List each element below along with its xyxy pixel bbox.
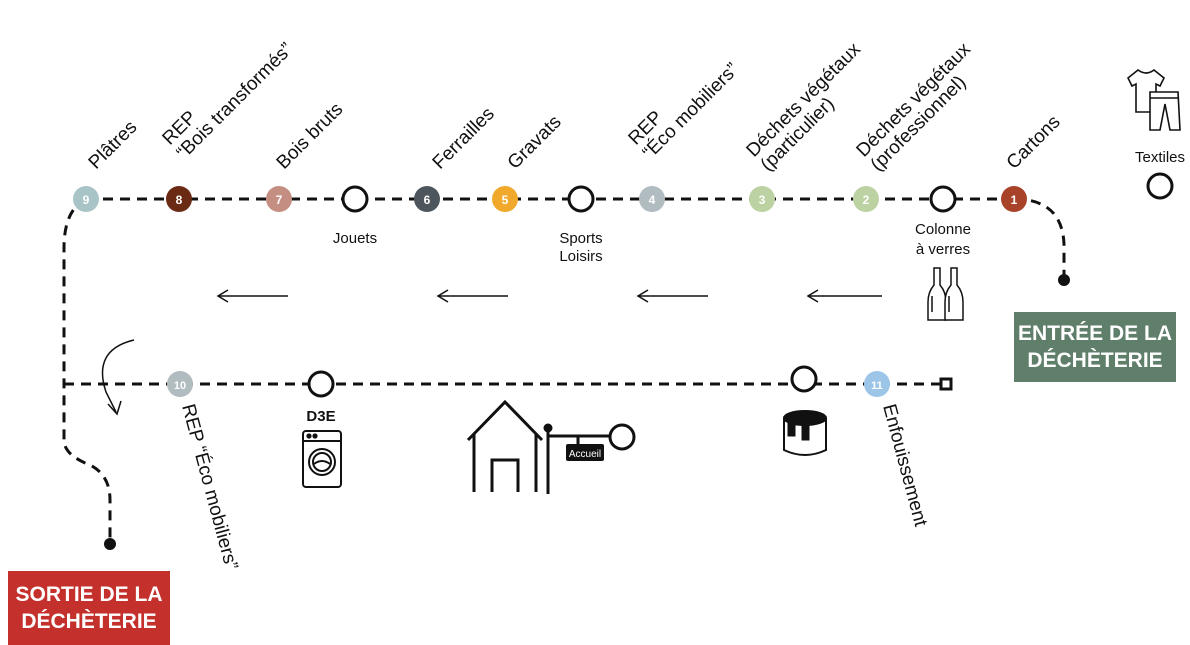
- house-sign-icon: [466, 399, 636, 494]
- station-7-number: 7: [276, 193, 283, 207]
- entry-endpoint: [1058, 274, 1070, 286]
- station-10-label: REP “Éco mobiliers”: [177, 402, 241, 572]
- accueil-label: Accueil: [569, 449, 601, 460]
- station-11-number: 11: [871, 380, 883, 392]
- station-9-marker: [73, 186, 99, 212]
- stop-label-textiles: Textiles: [1135, 149, 1185, 166]
- open-stops: [307, 172, 1174, 398]
- curved-down-arrow-icon: [101, 339, 135, 416]
- stop-jouets: [341, 185, 369, 213]
- station-10-number: 10: [174, 380, 186, 392]
- station-11-label: Enfouissement: [878, 402, 931, 530]
- station-6-label: Ferrailles: [429, 103, 499, 173]
- station-3-number: 3: [759, 193, 766, 207]
- stop-sports-loisirs: [567, 185, 595, 213]
- entry-box: ENTRÉE DE LA DÉCHÈTERIE: [1014, 312, 1176, 382]
- station-1-marker: [1001, 186, 1027, 212]
- station-4-number: 4: [649, 193, 656, 207]
- entry-line-2: DÉCHÈTERIE: [1027, 349, 1163, 372]
- paint-can-icon: [783, 410, 827, 456]
- station-4-marker: [639, 186, 665, 212]
- stop-label-d3e: D3E: [306, 408, 335, 425]
- arrow-left-icon: [216, 289, 288, 303]
- stop-label-jouets: Jouets: [333, 230, 377, 247]
- station-9-number: 9: [83, 193, 90, 207]
- station-3-label: Déchets végétaux(particulier): [743, 39, 880, 176]
- station-2-marker: [853, 186, 879, 212]
- stop-colonne-verres: [929, 185, 957, 213]
- station-1-label: Cartons: [1003, 112, 1065, 174]
- station-6-number: 6: [424, 193, 431, 207]
- left-route-path: [62, 197, 112, 542]
- stop-textiles: [1146, 172, 1174, 200]
- station-7-marker: [266, 186, 292, 212]
- clothes-icon: [1126, 68, 1181, 131]
- station-2-label: Déchets végétaux(professionnel): [853, 39, 990, 176]
- station-6-marker: [414, 186, 440, 212]
- station-2-number: 2: [863, 193, 870, 207]
- exit-line-1: SORTIE DE LA: [15, 583, 163, 606]
- arrow-left-icon: [436, 289, 508, 303]
- stop-label-sports: Sports: [559, 230, 602, 247]
- station-5-marker: [492, 186, 518, 212]
- station-10-marker: [167, 371, 193, 397]
- direction-arrows: [101, 289, 882, 416]
- station-4-label: REP“Éco mobiliers”: [625, 45, 744, 164]
- station-3-marker: [749, 186, 775, 212]
- accueil-sign: [566, 444, 604, 461]
- station-11-marker: [864, 371, 890, 397]
- station-7-label: Bois bruts: [273, 99, 348, 174]
- station-5-number: 5: [502, 193, 509, 207]
- entry-route-path: [1013, 197, 1066, 280]
- stop-label-loisirs: Loisirs: [559, 248, 602, 265]
- stop-d3e: [307, 370, 335, 398]
- arrow-left-icon: [806, 289, 882, 303]
- exit-box: SORTIE DE LA DÉCHÈTERIE: [8, 571, 170, 645]
- bottom-line-end-square: [939, 377, 953, 391]
- station-8-number: 8: [176, 193, 183, 207]
- washing-machine-icon: [302, 430, 342, 488]
- station-5-label: Gravats: [504, 112, 566, 174]
- station-9-label: Plâtres: [85, 117, 142, 174]
- stop-label-colonne: Colonne: [915, 221, 971, 238]
- arrow-left-icon: [636, 289, 708, 303]
- stop-label-a-verres: à verres: [916, 241, 970, 258]
- exit-line-2: DÉCHÈTERIE: [21, 610, 157, 633]
- station-8-label: REP“Bois transformés”: [159, 25, 298, 164]
- station-1-number: 1: [1011, 193, 1018, 207]
- station-8-marker: [166, 186, 192, 212]
- entry-line-1: ENTRÉE DE LA: [1017, 322, 1172, 345]
- wine-bottles-icon: [927, 267, 964, 321]
- exit-endpoint: [104, 538, 116, 550]
- stop-paint: [790, 365, 818, 393]
